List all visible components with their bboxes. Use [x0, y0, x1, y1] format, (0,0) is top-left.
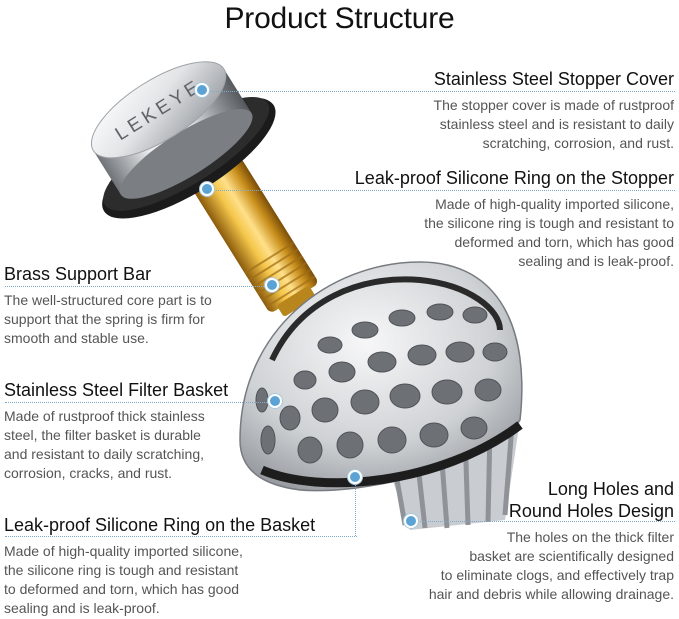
callout-description: Made of high-quality imported silicone, …	[4, 542, 344, 618]
desc-line: The well-structured core part is to	[4, 292, 212, 308]
marker-dot-stopper-cover	[195, 83, 209, 97]
marker-dot-holes	[404, 514, 418, 528]
desc-line: Made of rustproof thick stainless	[4, 408, 205, 424]
desc-line: smooth and stable use.	[4, 330, 149, 346]
callout-heading-line-2: Round Holes Design	[508, 501, 674, 521]
desc-line: Made of high-quality imported silicone,	[435, 196, 674, 212]
callout-heading: Leak-proof Silicone Ring on the Stopper	[354, 168, 674, 188]
leader-filter-basket	[5, 402, 275, 403]
marker-dot-filter-basket	[268, 394, 282, 408]
desc-line: support that the spring is firm for	[4, 311, 205, 327]
desc-line: stainless steel and is resistant to dail…	[439, 116, 674, 132]
desc-line: hair and debris while allowing drainage.	[428, 586, 674, 602]
callout-description: The stopper cover is made of rustproof s…	[344, 96, 674, 153]
marker-dot-brass-bar	[265, 278, 279, 292]
desc-line: the silicone ring is tough and resistant…	[424, 215, 674, 231]
desc-line: to eliminate clogs, and effectively trap	[440, 567, 674, 583]
desc-line: and resistant to daily scratching,	[4, 446, 204, 462]
callout-heading: Leak-proof Silicone Ring on the Basket	[4, 515, 316, 535]
leader-brass-bar	[5, 286, 272, 287]
leader-stopper-cover	[205, 91, 675, 92]
desc-line: the silicone ring is tough and resistant	[4, 562, 239, 578]
desc-line: basket are scientifically designed	[469, 548, 674, 564]
callout-heading: Stainless Steel Stopper Cover	[433, 69, 674, 89]
filter-basket	[239, 261, 523, 530]
desc-line: Made of high-quality imported silicone,	[4, 543, 243, 559]
callout-ring-basket: Leak-proof Silicone Ring on the Basket M…	[4, 514, 344, 618]
callout-description: The well-structured core part is to supp…	[4, 291, 284, 348]
callout-heading-line-1: Long Holes and	[547, 479, 674, 499]
callout-description: Made of rustproof thick stainless steel,…	[4, 407, 274, 483]
desc-line: sealing and is leak-proof.	[4, 600, 160, 616]
leader-holes	[412, 521, 675, 522]
leader-ring-basket	[5, 536, 357, 537]
leader-ring-stopper	[209, 190, 675, 191]
brass-support-bar	[192, 158, 318, 317]
desc-line: corrosion, cracks, and rust.	[4, 465, 173, 481]
desc-line: steel, the filter basket is durable	[4, 427, 201, 443]
callout-heading: Brass Support Bar	[4, 264, 152, 284]
callout-ring-stopper: Leak-proof Silicone Ring on the Stopper …	[344, 167, 674, 271]
callout-holes: Long Holes and Round Holes Design The ho…	[384, 478, 674, 604]
leader-ring-basket-riser	[355, 478, 356, 536]
desc-line: The holes on the thick filter	[506, 529, 674, 545]
page-title: Product Structure	[224, 2, 455, 35]
desc-line: to deformed and torn, which has good	[4, 581, 240, 597]
marker-dot-ring-stopper	[200, 182, 214, 196]
marker-dot-ring-basket	[348, 470, 362, 484]
callout-heading: Stainless Steel Filter Basket	[4, 380, 229, 400]
callout-description: The holes on the thick filter basket are…	[384, 528, 674, 604]
desc-line: scratching, corrosion, and rust.	[482, 135, 674, 151]
callout-description: Made of high-quality imported silicone, …	[344, 195, 674, 271]
callout-stopper-cover: Stainless Steel Stopper Cover The stoppe…	[344, 68, 674, 153]
desc-line: sealing and is leak-proof.	[518, 253, 674, 269]
desc-line: deformed and torn, which has good	[454, 234, 674, 250]
callout-filter-basket: Stainless Steel Filter Basket Made of ru…	[4, 379, 274, 483]
desc-line: The stopper cover is made of rustproof	[433, 97, 674, 113]
callout-brass-bar: Brass Support Bar The well-structured co…	[4, 263, 284, 348]
